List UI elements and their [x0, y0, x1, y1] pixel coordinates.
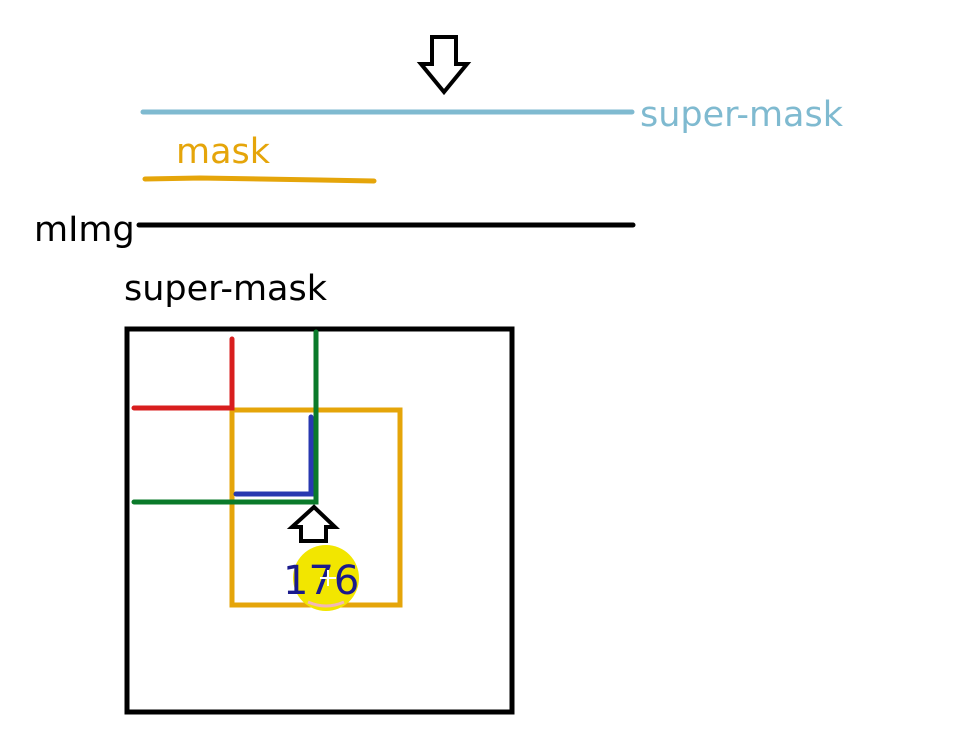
cursor-value: 176	[283, 558, 359, 604]
mask-line	[142, 175, 377, 184]
super-mask-title: super-mask	[124, 269, 328, 309]
outer-box	[124, 326, 515, 715]
blue-guide-lines	[233, 414, 314, 497]
crosshair-cursor-icon	[320, 570, 336, 586]
green-guide-lines	[131, 329, 319, 505]
super-mask-line-label: super-mask	[640, 95, 844, 135]
mimg-label: mImg	[34, 210, 135, 250]
down-arrow-icon	[416, 35, 472, 96]
up-arrow-icon	[286, 504, 340, 543]
mask-label: mask	[176, 132, 271, 172]
red-guide-lines	[131, 336, 235, 411]
cursor-highlight-shadow	[307, 600, 345, 608]
